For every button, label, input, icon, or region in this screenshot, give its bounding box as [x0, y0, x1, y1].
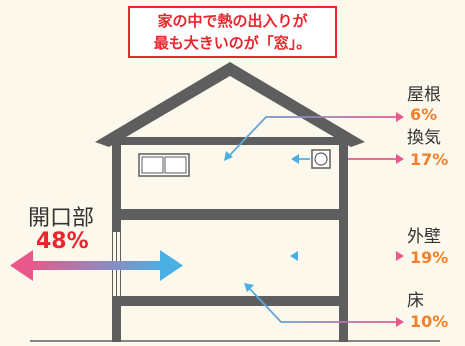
ventilation-arrow [291, 154, 404, 164]
ventilation-label: 換気 [407, 128, 441, 148]
headline-box: 家の中で熱の出入りが 最も大きいのが「窓」。 [128, 6, 337, 58]
foundation-left [112, 306, 121, 342]
roof [95, 62, 365, 147]
right-wall [339, 137, 348, 342]
openings-percent: 48% [36, 229, 89, 254]
ventilation-percent: 17% [410, 150, 449, 169]
roof-label: 屋根 [407, 85, 441, 105]
vent-fan-icon [311, 149, 331, 169]
openings-label: 開口部 [28, 206, 95, 231]
headline-line1: 家の中で熱の出入りが [157, 12, 308, 30]
roof-arrow [224, 112, 404, 161]
second-floor [112, 209, 348, 220]
outer-wall-label: 外壁 [407, 227, 441, 247]
openings-arrow [10, 250, 183, 281]
headline-line2: 最も大きいのが「窓」。 [153, 34, 312, 52]
window-icon [138, 153, 190, 177]
floor-percent: 10% [410, 312, 449, 331]
ceiling-beam [112, 137, 346, 145]
floor-label: 床 [407, 291, 424, 311]
ground-floor [112, 296, 348, 306]
roof-percent: 6% [410, 105, 438, 124]
floor-arrow [244, 283, 404, 327]
foundation-right [339, 306, 348, 342]
outer-wall-percent: 19% [410, 248, 449, 267]
outer-wall-arrow [290, 251, 404, 261]
